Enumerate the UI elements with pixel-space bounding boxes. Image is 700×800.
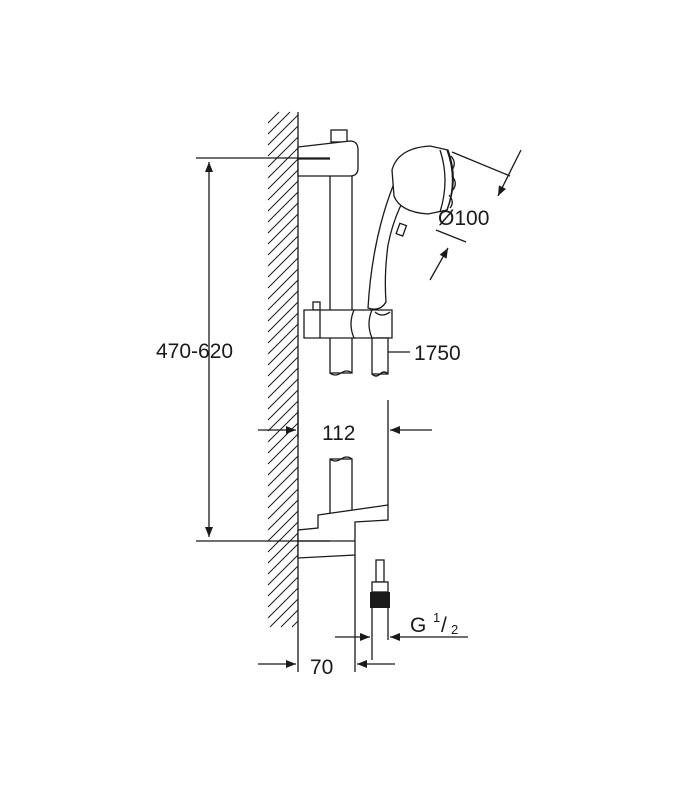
wall-hatch-line <box>267 301 299 333</box>
wall-hatch-line <box>267 510 299 542</box>
wall-hatch-line <box>267 587 299 619</box>
sliding-holder <box>303 301 393 339</box>
fitting-stem <box>375 559 385 583</box>
dimension-holder-projection: 112 <box>258 400 432 505</box>
diameter-arrow-bottom <box>429 247 449 281</box>
wall-hatch-line <box>267 246 299 278</box>
wall-hatch-line <box>267 235 299 267</box>
slide-rail <box>329 162 353 520</box>
thread-label-numerator: 1 <box>433 610 440 625</box>
wall-hatch-line <box>267 213 299 245</box>
wall-hatch-line <box>267 488 299 520</box>
wall-hatch-line <box>267 158 299 190</box>
height-range-label: 470-620 <box>156 340 233 363</box>
wall-hatch-line <box>267 378 299 410</box>
wall-hatch-line <box>280 609 299 628</box>
diameter-extension-top <box>451 151 511 177</box>
fitting-nut <box>371 581 389 593</box>
wall-hatch-line <box>267 312 299 344</box>
wall-hatch-line <box>267 334 299 366</box>
wall-hatch-line <box>267 169 299 201</box>
wall-hatch-line <box>267 224 299 256</box>
wall-hatch-line <box>267 411 299 443</box>
hand-shower-face <box>446 149 454 211</box>
spray-selector-button <box>395 222 408 237</box>
wall-hatch-line <box>267 111 280 124</box>
diameter-label: Ø100 <box>438 207 489 230</box>
diameter-extension-bottom <box>435 229 467 243</box>
thread-label-denominator: 2 <box>451 622 458 637</box>
wall-hatch-line <box>267 532 299 564</box>
holder-cup-rim <box>374 311 391 316</box>
wall-hatch-line <box>267 400 299 432</box>
wall-hatch-line <box>267 279 299 311</box>
wall-hatch-line <box>291 620 299 628</box>
dimension-head-diameter: Ø100 <box>429 149 522 281</box>
wall-hatch-line <box>267 521 299 553</box>
wall-hatch-line <box>267 180 299 212</box>
holder-projection-label: 112 <box>322 422 355 445</box>
holder-groove-left <box>350 309 355 339</box>
spray-nozzle-mark-2 <box>451 175 456 191</box>
wall-hatch-line <box>267 433 299 465</box>
wall-hatch-line <box>267 455 299 487</box>
wall-hatch-line <box>267 125 299 157</box>
wall-hatch-line <box>267 576 299 608</box>
hose-break <box>371 371 389 377</box>
wall-connection-fitting <box>370 559 390 660</box>
wall-hatch-line <box>267 554 299 586</box>
bottom-bracket-body <box>297 504 389 559</box>
wall-hatch-line <box>267 191 299 223</box>
diameter-arrow-top <box>497 149 522 197</box>
spray-nozzle-mark-3 <box>448 194 453 209</box>
wall-hatch-line <box>267 323 299 355</box>
wall-hatch-line <box>267 147 299 179</box>
wall-hatch-line <box>267 257 299 289</box>
wall-hatch-line <box>267 499 299 531</box>
dimension-thread: G 1 / 2 <box>335 610 468 641</box>
wall-hatch-line <box>269 598 299 628</box>
wall <box>267 111 299 628</box>
wall-hatch-line <box>267 565 299 597</box>
hand-shower-head <box>391 145 454 215</box>
wall-hatch-line <box>267 444 299 476</box>
wall-offset-label: 70 <box>310 656 333 679</box>
dimension-hose-length: 1750 <box>414 342 461 365</box>
thread-label-base: G <box>410 614 426 637</box>
holder-knob <box>312 301 321 311</box>
wall-hatch-line <box>267 345 299 377</box>
wall-hatch-line <box>267 367 299 399</box>
rail-lower-break <box>329 456 353 462</box>
shower-hose <box>371 337 410 377</box>
wall-hatch-line <box>267 477 299 509</box>
rail-upper-break <box>329 370 353 376</box>
dimension-wall-offset: 70 <box>258 555 395 679</box>
wall-hatch-line <box>267 356 299 388</box>
hose-segment <box>371 337 389 375</box>
wall-hatch-line <box>267 543 299 575</box>
thread-label-slash: / <box>441 614 447 637</box>
holder-groove-right <box>368 309 373 339</box>
wall-hatch-line <box>267 114 299 146</box>
wall-hatch-line <box>267 389 299 421</box>
wall-hatch-line <box>267 268 299 300</box>
wall-hatch-line <box>267 136 299 168</box>
bottom-wall-bracket <box>297 504 389 559</box>
top-bracket-cap <box>330 129 348 143</box>
hand-shower-face-rim <box>439 149 446 213</box>
hand-shower <box>367 145 456 310</box>
dimension-height: 470-620 <box>156 157 330 542</box>
spray-nozzle-mark-1 <box>450 155 455 171</box>
rail-upper-tube <box>329 162 353 374</box>
fitting-thread <box>370 592 390 608</box>
wall-hatching <box>267 111 299 628</box>
wall-hatch-line <box>267 290 299 322</box>
hose-length-label: 1750 <box>414 342 461 365</box>
wall-hatch-line <box>267 111 291 135</box>
wall-hatch-line <box>267 202 299 234</box>
top-wall-bracket <box>297 129 359 177</box>
wall-hatch-line <box>267 466 299 498</box>
